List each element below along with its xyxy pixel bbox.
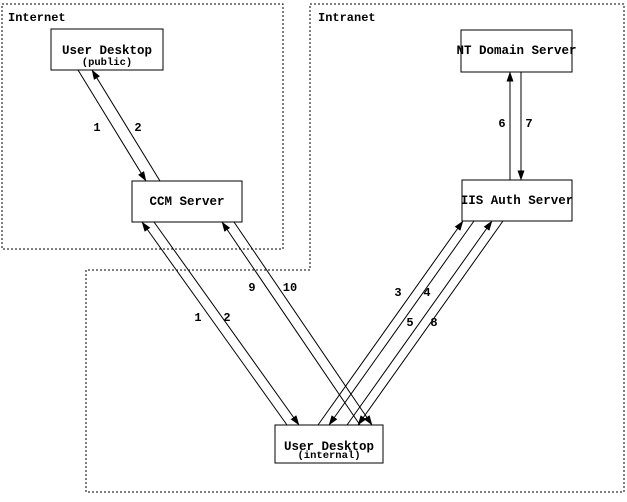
node-label-ccm-server: CCM Server bbox=[149, 195, 224, 209]
arrow-10 bbox=[233, 221, 373, 426]
arrow-label-1a: 1 bbox=[93, 121, 100, 135]
arrow-8 bbox=[357, 220, 504, 426]
node-label-iis-auth-server: IIS Auth Server bbox=[461, 194, 574, 208]
node-box-ccm-server bbox=[131, 180, 243, 223]
arrow-label-3: 3 bbox=[394, 286, 401, 300]
node-box-nt-domain-server bbox=[460, 29, 573, 73]
zones-layer: Internet Intranet bbox=[1, 3, 625, 493]
node-box-user-desktop-public bbox=[50, 28, 164, 71]
node-ccm-server: CCM Server bbox=[131, 180, 243, 223]
node-box-iis-auth-server bbox=[461, 179, 573, 222]
arrow-label-9: 9 bbox=[248, 281, 255, 295]
node-sublabel-user-desktop-public: (public) bbox=[82, 57, 132, 69]
arrow-1b bbox=[141, 221, 288, 426]
node-sublabel-user-desktop-internal: (internal) bbox=[297, 450, 360, 462]
arrows-layer bbox=[77, 69, 525, 426]
node-user-desktop-public: User Desktop(public) bbox=[50, 28, 164, 71]
arrow-2b bbox=[153, 221, 300, 426]
node-label-user-desktop-public: User Desktop bbox=[62, 44, 152, 58]
arrow-9 bbox=[221, 221, 361, 426]
arrow-label-6: 6 bbox=[498, 117, 505, 131]
node-label-user-desktop-internal: User Desktop bbox=[284, 440, 374, 454]
arrow-3 bbox=[317, 220, 464, 426]
nodes-layer: User Desktop(public)NT Domain ServerCCM … bbox=[50, 28, 577, 464]
arrow-2a bbox=[91, 69, 161, 182]
arrow-label-2a: 2 bbox=[134, 121, 141, 135]
node-user-desktop-internal: User Desktop(internal) bbox=[274, 424, 384, 464]
zone-label-internet: Internet bbox=[8, 11, 66, 25]
node-nt-domain-server: NT Domain Server bbox=[456, 29, 577, 73]
arrow-label-4: 4 bbox=[423, 286, 430, 300]
arrow-label-2b: 2 bbox=[223, 311, 230, 325]
node-label-nt-domain-server: NT Domain Server bbox=[456, 44, 576, 58]
arrow-5 bbox=[346, 220, 493, 426]
zone-outline-internet bbox=[1, 3, 284, 250]
node-iis-auth-server: IIS Auth Server bbox=[461, 179, 574, 222]
node-box-user-desktop-internal bbox=[274, 424, 384, 464]
arrow-label-10: 10 bbox=[283, 281, 297, 295]
zone-label-intranet: Intranet bbox=[318, 11, 376, 25]
arrow-labels-layer: 1 2 1 2 9 10 3 4 5 8 6 7 bbox=[93, 117, 532, 330]
arrow-label-1b: 1 bbox=[194, 311, 201, 325]
arrow-1a bbox=[77, 69, 147, 182]
arrow-label-7: 7 bbox=[525, 117, 532, 131]
arrow-4 bbox=[328, 220, 475, 426]
arrow-label-8: 8 bbox=[430, 316, 437, 330]
arrow-label-5: 5 bbox=[406, 316, 413, 330]
zone-outline-intranet bbox=[85, 3, 625, 493]
